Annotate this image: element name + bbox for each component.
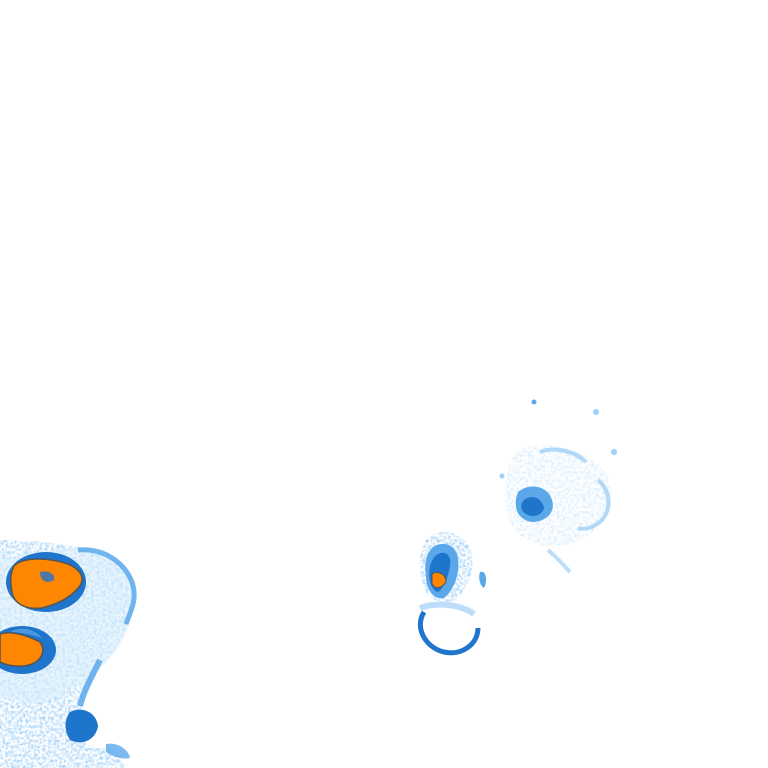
- precip-area-central: [417, 532, 487, 656]
- precip-area-northeast: [499, 399, 617, 574]
- storm-cell-west-lower: [0, 626, 56, 674]
- storm-cell-west-upper: [6, 552, 86, 612]
